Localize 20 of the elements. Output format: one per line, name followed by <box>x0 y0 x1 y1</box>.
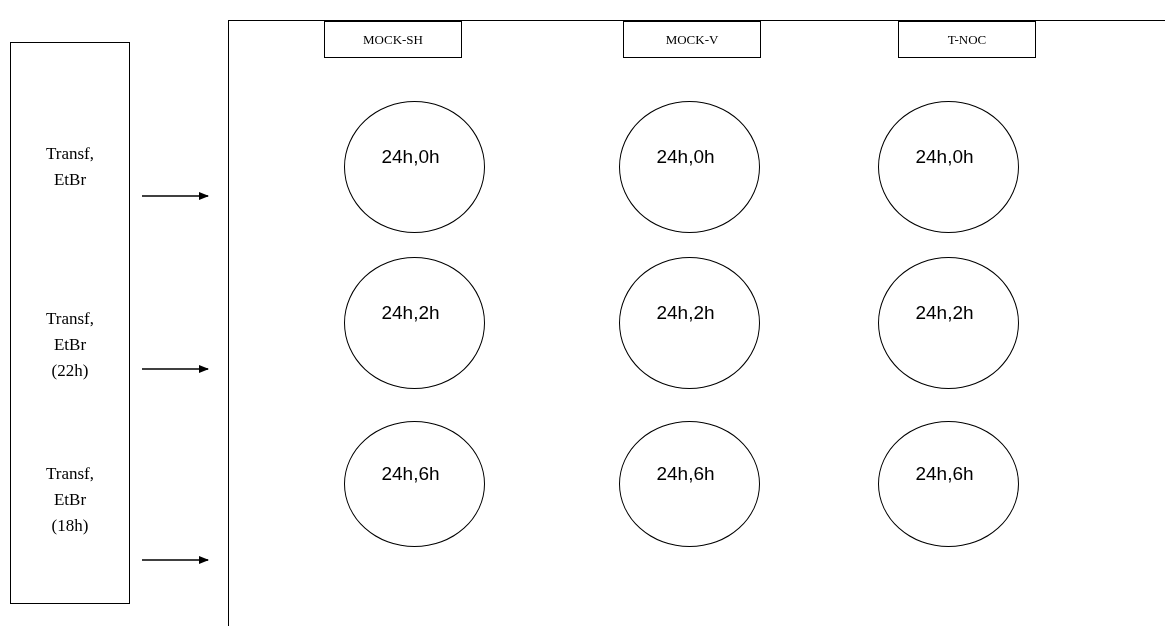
panel-box <box>10 42 130 604</box>
time-label: 24h,6h <box>656 463 715 485</box>
arrow <box>141 365 209 373</box>
time-label: 24h,6h <box>381 463 440 485</box>
condition-label: Transf, EtBr <box>45 143 95 191</box>
time-label: 24h,0h <box>381 146 440 168</box>
time-label: 24h,0h <box>915 146 974 168</box>
column-header: MOCK-V <box>623 21 761 58</box>
frame-outline <box>228 20 1165 626</box>
time-label: 24h,0h <box>656 146 715 168</box>
arrow <box>141 556 209 564</box>
column-header: MOCK-SH <box>324 21 462 58</box>
condition-label: Transf, EtBr (18h) <box>45 463 95 537</box>
time-label: 24h,6h <box>915 463 974 485</box>
column-header: T-NOC <box>898 21 1036 58</box>
condition-label: Transf, EtBr (22h) <box>45 308 95 382</box>
time-label: 24h,2h <box>656 302 715 324</box>
time-label: 24h,2h <box>381 302 440 324</box>
time-label: 24h,2h <box>915 302 974 324</box>
arrow <box>141 192 209 200</box>
